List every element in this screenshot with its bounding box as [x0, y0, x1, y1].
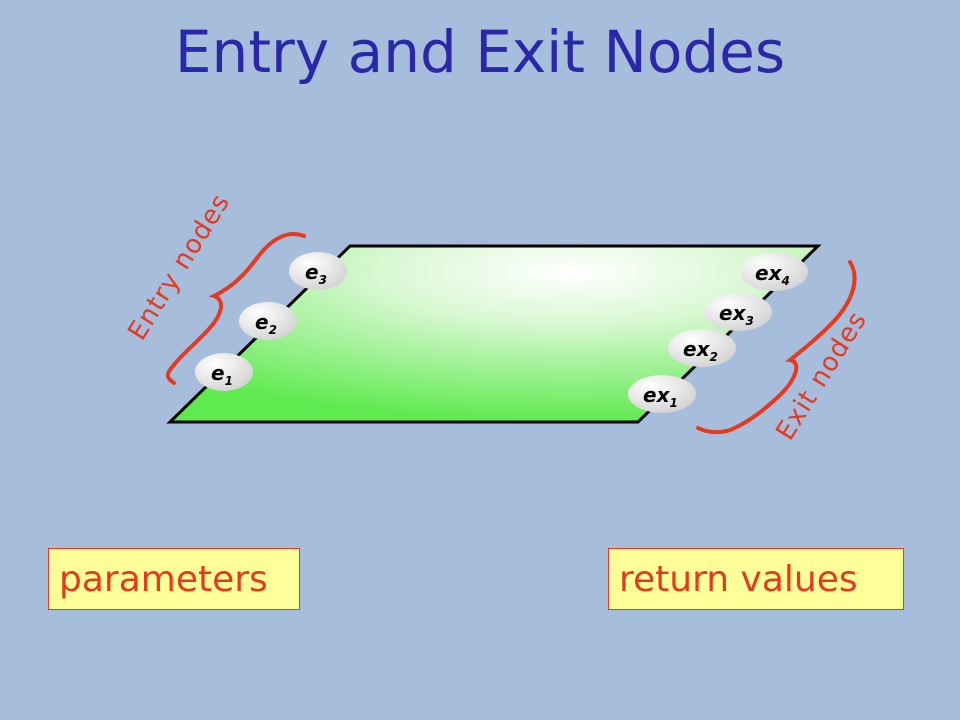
entry-node-label: e3 — [305, 260, 327, 287]
entry-node-e1: e1 — [195, 353, 253, 391]
exit-node-label: ex1 — [643, 383, 678, 410]
exit-node-ex3: ex3 — [704, 293, 772, 331]
parameters-label: parameters — [59, 558, 268, 600]
entry-node-label: e2 — [255, 310, 277, 337]
exit-nodes-label: Exit nodes — [770, 306, 873, 446]
return-values-label: return values — [619, 558, 858, 600]
exit-brace — [696, 260, 857, 435]
exit-node-label: ex2 — [683, 337, 718, 364]
entry-nodes-label: Entry nodes — [122, 188, 236, 345]
return-values-box: return values — [608, 548, 904, 610]
exit-node-ex2: ex2 — [668, 329, 736, 367]
parameters-box: parameters — [48, 548, 300, 610]
entry-brace — [165, 232, 306, 385]
page-title: Entry and Exit Nodes — [174, 18, 786, 86]
exit-node-label: ex4 — [755, 261, 790, 288]
entry-node-e2: e2 — [239, 302, 297, 340]
exit-node-label: ex3 — [719, 301, 754, 328]
entry-node-e3: e3 — [289, 252, 347, 290]
entry-node-label: e1 — [211, 361, 233, 388]
exit-node-ex4: ex4 — [740, 253, 808, 291]
exit-node-ex1: ex1 — [628, 375, 696, 413]
